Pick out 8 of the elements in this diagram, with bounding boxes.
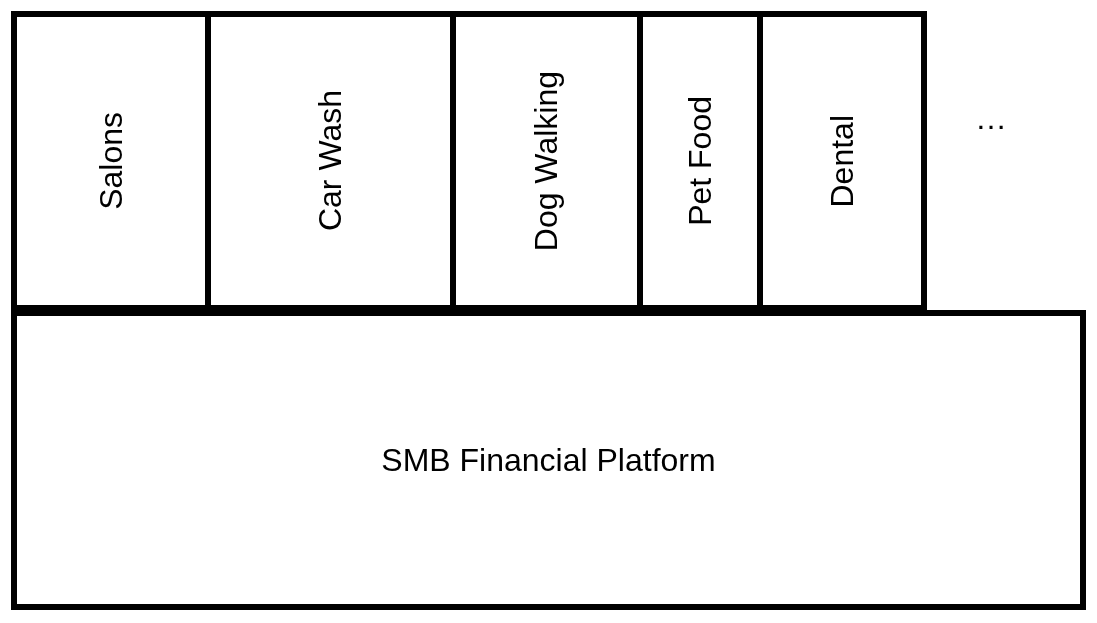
box-label: Pet Food [681, 96, 719, 226]
box-label: Dog Walking [528, 70, 565, 252]
box-label: Car Wash [312, 90, 349, 232]
box-label: Salons [92, 112, 130, 210]
box-label: SMB Financial Platform [381, 441, 716, 479]
platform-box [11, 310, 1086, 610]
box-label: Dental [823, 114, 861, 208]
ellipsis-text: … [975, 100, 1007, 137]
